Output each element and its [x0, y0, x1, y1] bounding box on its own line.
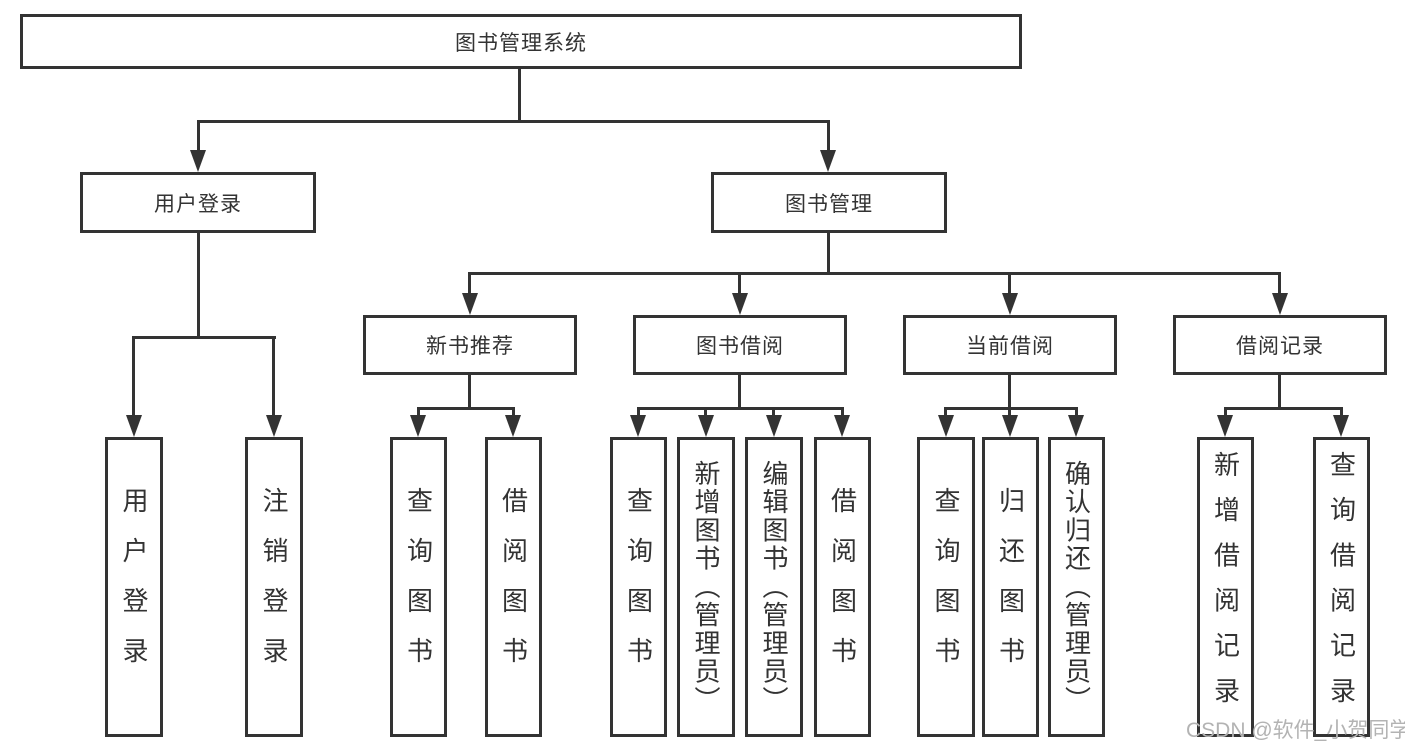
connector-line — [1008, 407, 1011, 417]
arrow-down-icon — [834, 415, 850, 437]
connector-line — [468, 375, 471, 407]
connector-line — [132, 336, 135, 417]
connector-line — [272, 336, 275, 417]
arrow-down-icon — [732, 293, 748, 315]
connector-line — [197, 233, 200, 336]
connector-line — [197, 120, 200, 153]
arrow-down-icon — [820, 150, 836, 172]
leaf-br-query-record: 查询借阅记录 — [1313, 437, 1370, 737]
leaf-cb-confirm-return-admin-label: 确认归还（管理员） — [1061, 459, 1092, 715]
connector-line — [1340, 407, 1343, 417]
connector-line — [1278, 272, 1281, 295]
leaf-bb-query-book-label: 查询图书 — [623, 487, 654, 687]
arrow-down-icon — [938, 415, 954, 437]
leaf-br-query-record-label: 查询借阅记录 — [1326, 451, 1357, 723]
connector-line — [738, 375, 741, 407]
leaf-bb-query-book: 查询图书 — [610, 437, 667, 737]
arrow-down-icon — [410, 415, 426, 437]
leaf-bb-borrow-book-label: 借阅图书 — [827, 487, 858, 687]
arrow-down-icon — [1333, 415, 1349, 437]
leaf-bb-edit-book-admin-label: 编辑图书（管理员） — [759, 459, 789, 715]
arrow-down-icon — [630, 415, 646, 437]
arrow-down-icon — [462, 293, 478, 315]
connector-line — [827, 120, 830, 153]
connector-line — [704, 407, 707, 417]
leaf-bb-edit-book-admin: 编辑图书（管理员） — [745, 437, 803, 737]
node-root-label: 图书管理系统 — [455, 31, 587, 55]
connector-line — [738, 272, 741, 295]
leaf-logout-label: 注销登录 — [259, 487, 289, 687]
connector-line — [512, 407, 515, 417]
connector-line — [1224, 407, 1343, 410]
connector-line — [1008, 272, 1011, 295]
connector-line — [772, 407, 775, 417]
arrow-down-icon — [126, 415, 142, 437]
node-borrowing-records: 借阅记录 — [1173, 315, 1387, 375]
connector-line — [637, 407, 640, 417]
connector-line — [132, 336, 276, 339]
leaf-bb-borrow-book: 借阅图书 — [814, 437, 871, 737]
leaf-cb-confirm-return-admin: 确认归还（管理员） — [1048, 437, 1105, 737]
arrow-down-icon — [266, 415, 282, 437]
leaf-bb-add-book-admin-label: 新增图书（管理员） — [691, 459, 721, 715]
arrow-down-icon — [766, 415, 782, 437]
arrow-down-icon — [1272, 293, 1288, 315]
leaf-bb-add-book-admin: 新增图书（管理员） — [677, 437, 735, 737]
node-user-login-label: 用户登录 — [154, 192, 242, 216]
node-root: 图书管理系统 — [20, 14, 1022, 69]
connector-line — [468, 272, 1281, 275]
connector-line — [417, 407, 420, 417]
leaf-cb-return-book: 归还图书 — [982, 437, 1039, 737]
leaf-logout: 注销登录 — [245, 437, 303, 737]
leaf-cb-return-book-label: 归还图书 — [995, 487, 1026, 687]
arrow-down-icon — [1068, 415, 1084, 437]
node-current-borrowing: 当前借阅 — [903, 315, 1117, 375]
node-book-borrowing: 图书借阅 — [633, 315, 847, 375]
connector-line — [518, 69, 521, 120]
connector-line — [468, 272, 471, 295]
leaf-br-add-record: 新增借阅记录 — [1197, 437, 1254, 737]
arrow-down-icon — [698, 415, 714, 437]
csdn-watermark: CSDN @软件_小贺同学 — [1186, 719, 1405, 742]
node-book-borrowing-label: 图书借阅 — [696, 335, 784, 358]
leaf-nb-query-book-label: 查询图书 — [403, 487, 434, 687]
arrow-down-icon — [190, 150, 206, 172]
arrow-down-icon — [1002, 293, 1018, 315]
leaf-nb-borrow-book-label: 借阅图书 — [498, 487, 529, 687]
node-book-management: 图书管理 — [711, 172, 947, 233]
leaf-cb-query-book: 查询图书 — [917, 437, 975, 737]
leaf-nb-borrow-book: 借阅图书 — [485, 437, 542, 737]
leaf-br-add-record-label: 新增借阅记录 — [1210, 451, 1241, 723]
arrow-down-icon — [1002, 415, 1018, 437]
leaf-user-login-label: 用户登录 — [119, 487, 149, 687]
node-new-book-recommend: 新书推荐 — [363, 315, 577, 375]
connector-line — [1075, 407, 1078, 417]
connector-line — [841, 407, 844, 417]
leaf-user-login: 用户登录 — [105, 437, 163, 737]
node-borrowing-records-label: 借阅记录 — [1236, 335, 1324, 358]
node-new-book-recommend-label: 新书推荐 — [426, 335, 514, 358]
connector-line — [1278, 375, 1281, 407]
leaf-cb-query-book-label: 查询图书 — [931, 487, 961, 687]
arrow-down-icon — [1217, 415, 1233, 437]
connector-line — [1224, 407, 1227, 417]
connector-line — [827, 233, 830, 272]
connector-line — [944, 407, 1078, 410]
connector-line — [197, 120, 830, 123]
node-current-borrowing-label: 当前借阅 — [966, 335, 1054, 358]
leaf-nb-query-book: 查询图书 — [390, 437, 447, 737]
node-book-management-label: 图书管理 — [785, 192, 873, 216]
connector-line — [417, 407, 515, 410]
node-user-login: 用户登录 — [80, 172, 316, 233]
arrow-down-icon — [505, 415, 521, 437]
connector-line — [944, 407, 947, 417]
connector-line — [637, 407, 844, 410]
connector-line — [1008, 375, 1011, 407]
